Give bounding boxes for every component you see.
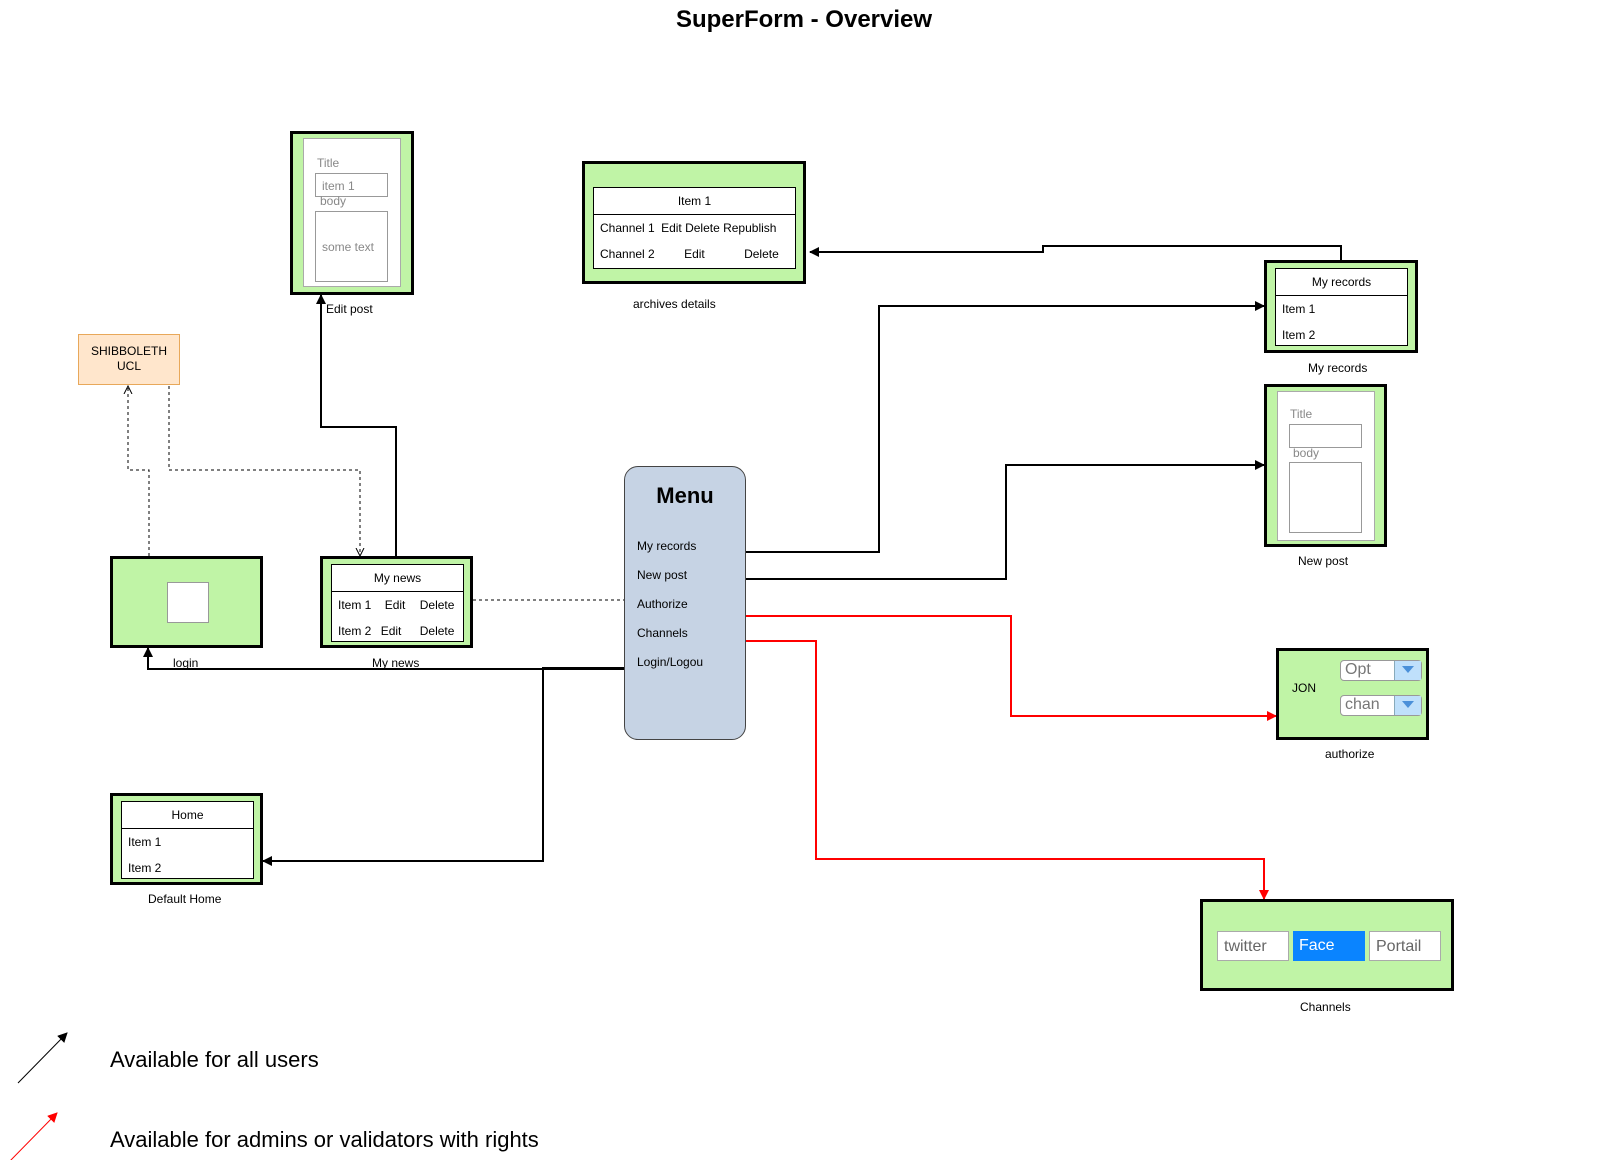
my-news-panel: My news Item 1 Edit Delete Item 2 Edit D… xyxy=(331,564,464,642)
home-header: Home xyxy=(122,802,253,829)
new-post-caption: New post xyxy=(1298,554,1349,568)
my-records-panel: My records Item 1 Item 2 xyxy=(1275,268,1408,346)
legend-all-users: Available for all users xyxy=(110,1047,319,1072)
edit-post-caption: Edit post xyxy=(326,302,373,316)
my-news-row: Item 2 Edit Delete xyxy=(332,618,463,644)
login-box[interactable] xyxy=(167,582,209,623)
edge-menu-to-channels xyxy=(745,640,1269,900)
archives-screen: Item 1 Channel 1 Edit Delete Republish C… xyxy=(582,161,806,284)
new-post-screen: Title body xyxy=(1264,384,1387,547)
edge-shibboleth-to-my-news xyxy=(168,386,360,556)
home-item[interactable]: Item 1 xyxy=(128,835,162,849)
archives-header: Item 1 xyxy=(594,188,795,215)
new-post-form: Title body xyxy=(1277,391,1375,541)
tab-portail[interactable]: Portail xyxy=(1369,931,1441,961)
authorize-option-select[interactable]: Opt xyxy=(1340,660,1422,681)
home-caption: Default Home xyxy=(148,892,222,906)
new-post-title-label: Title xyxy=(1290,407,1313,421)
menu-item-channels[interactable]: Channels xyxy=(637,626,688,640)
my-records-screen: My records Item 1 Item 2 xyxy=(1264,260,1418,353)
archives-row: Channel 2 Edit Delete xyxy=(594,241,795,267)
edge-menu-to-my-records xyxy=(741,301,1265,553)
new-post-body-label: body xyxy=(1293,446,1320,460)
archives-caption: archives details xyxy=(633,297,716,311)
menu-item-authorize[interactable]: Authorize xyxy=(637,597,688,611)
authorize-user: JON xyxy=(1292,681,1316,695)
authorize-channel-value: chan xyxy=(1345,696,1380,713)
authorize-screen: JON Opt chan xyxy=(1276,648,1429,740)
my-records-header: My records xyxy=(1276,269,1407,296)
edit-post-form: Title item 1 body some text xyxy=(303,138,401,287)
my-news-item-label: Item 1 xyxy=(338,598,372,612)
login-screen xyxy=(110,556,263,648)
archives-row-channel: Channel 1 xyxy=(600,221,655,235)
edit-post-title-value: item 1 xyxy=(322,179,355,193)
edge-menu-to-new-post xyxy=(741,460,1265,580)
legend-admins: Available for admins or validators with … xyxy=(110,1127,539,1152)
edge-my-records-to-archives xyxy=(809,245,1342,264)
channels-screen: twitter Face Portail xyxy=(1200,899,1454,991)
archives-row-channel: Channel 2 xyxy=(600,247,655,261)
edit-post-screen: Title item 1 body some text xyxy=(290,131,414,295)
shibboleth-line2: UCL xyxy=(116,359,141,373)
my-news-item-label: Item 2 xyxy=(338,624,372,638)
edit-post-body-field[interactable]: some text xyxy=(315,211,388,282)
my-news-row: Item 1 Edit Delete xyxy=(332,592,463,618)
my-records-item[interactable]: Item 2 xyxy=(1282,328,1316,342)
edge-login-to-shibboleth xyxy=(128,386,150,556)
new-post-body-field[interactable] xyxy=(1289,462,1362,533)
edit-post-body-label: body xyxy=(320,194,347,208)
home-panel: Home Item 1 Item 2 xyxy=(121,801,254,879)
tab-twitter[interactable]: twitter xyxy=(1217,931,1289,961)
authorize-channel-select[interactable]: chan xyxy=(1340,695,1422,716)
archives-delete-link[interactable]: Delete xyxy=(744,247,779,261)
my-news-delete-link[interactable]: Delete xyxy=(419,598,455,612)
menu-title: Menu xyxy=(656,483,714,508)
chevron-down-icon xyxy=(1394,696,1421,715)
my-news-delete-link[interactable]: Delete xyxy=(419,624,455,638)
edit-post-title-field[interactable]: item 1 xyxy=(315,173,388,197)
chevron-down-icon xyxy=(1394,661,1421,680)
home-item[interactable]: Item 2 xyxy=(128,861,162,875)
home-screen: Home Item 1 Item 2 xyxy=(110,793,263,885)
diagram-title: SuperForm - Overview xyxy=(675,6,933,33)
my-news-screen: My news Item 1 Edit Delete Item 2 Edit D… xyxy=(320,556,473,648)
shibboleth-node: SHIBBOLETH UCL xyxy=(78,334,180,385)
menu-item-new-post[interactable]: New post xyxy=(637,568,688,582)
shibboleth-line1: SHIBBOLETH xyxy=(90,344,168,358)
my-news-edit-link[interactable]: Edit xyxy=(384,598,406,612)
edge-menu-to-home xyxy=(262,667,625,866)
authorize-option-value: Opt xyxy=(1345,661,1371,678)
my-records-caption: My records xyxy=(1308,361,1368,375)
my-news-edit-link[interactable]: Edit xyxy=(380,624,402,638)
menu-item-login[interactable]: Login/Logou xyxy=(637,655,704,669)
edge-menu-to-login xyxy=(143,647,625,670)
edit-post-body-value: some text xyxy=(322,240,375,254)
archives-row: Channel 1 Edit Delete Republish xyxy=(594,215,795,241)
edge-my-news-to-edit-post xyxy=(316,294,397,560)
archives-row-actions[interactable]: Edit Delete Republish xyxy=(661,221,777,235)
tab-face[interactable]: Face xyxy=(1293,931,1365,961)
menu-node: Menu My records New post Authorize Chann… xyxy=(624,466,746,740)
archives-panel: Item 1 Channel 1 Edit Delete Republish C… xyxy=(593,187,796,269)
legend-red-arrow xyxy=(10,1112,58,1160)
edit-post-title-label: Title xyxy=(317,156,340,170)
my-records-item[interactable]: Item 1 xyxy=(1282,302,1316,316)
legend-black-arrow xyxy=(17,1032,68,1084)
channels-caption: Channels xyxy=(1300,1000,1351,1014)
menu-item-my-records[interactable]: My records xyxy=(637,539,697,553)
edge-menu-to-authorize xyxy=(745,615,1277,721)
my-news-header: My news xyxy=(332,565,463,592)
my-news-caption: My news xyxy=(372,656,420,670)
new-post-title-field[interactable] xyxy=(1289,424,1362,448)
login-caption: login xyxy=(173,656,199,670)
archives-edit-link[interactable]: Edit xyxy=(684,247,705,261)
authorize-caption: authorize xyxy=(1325,747,1375,761)
